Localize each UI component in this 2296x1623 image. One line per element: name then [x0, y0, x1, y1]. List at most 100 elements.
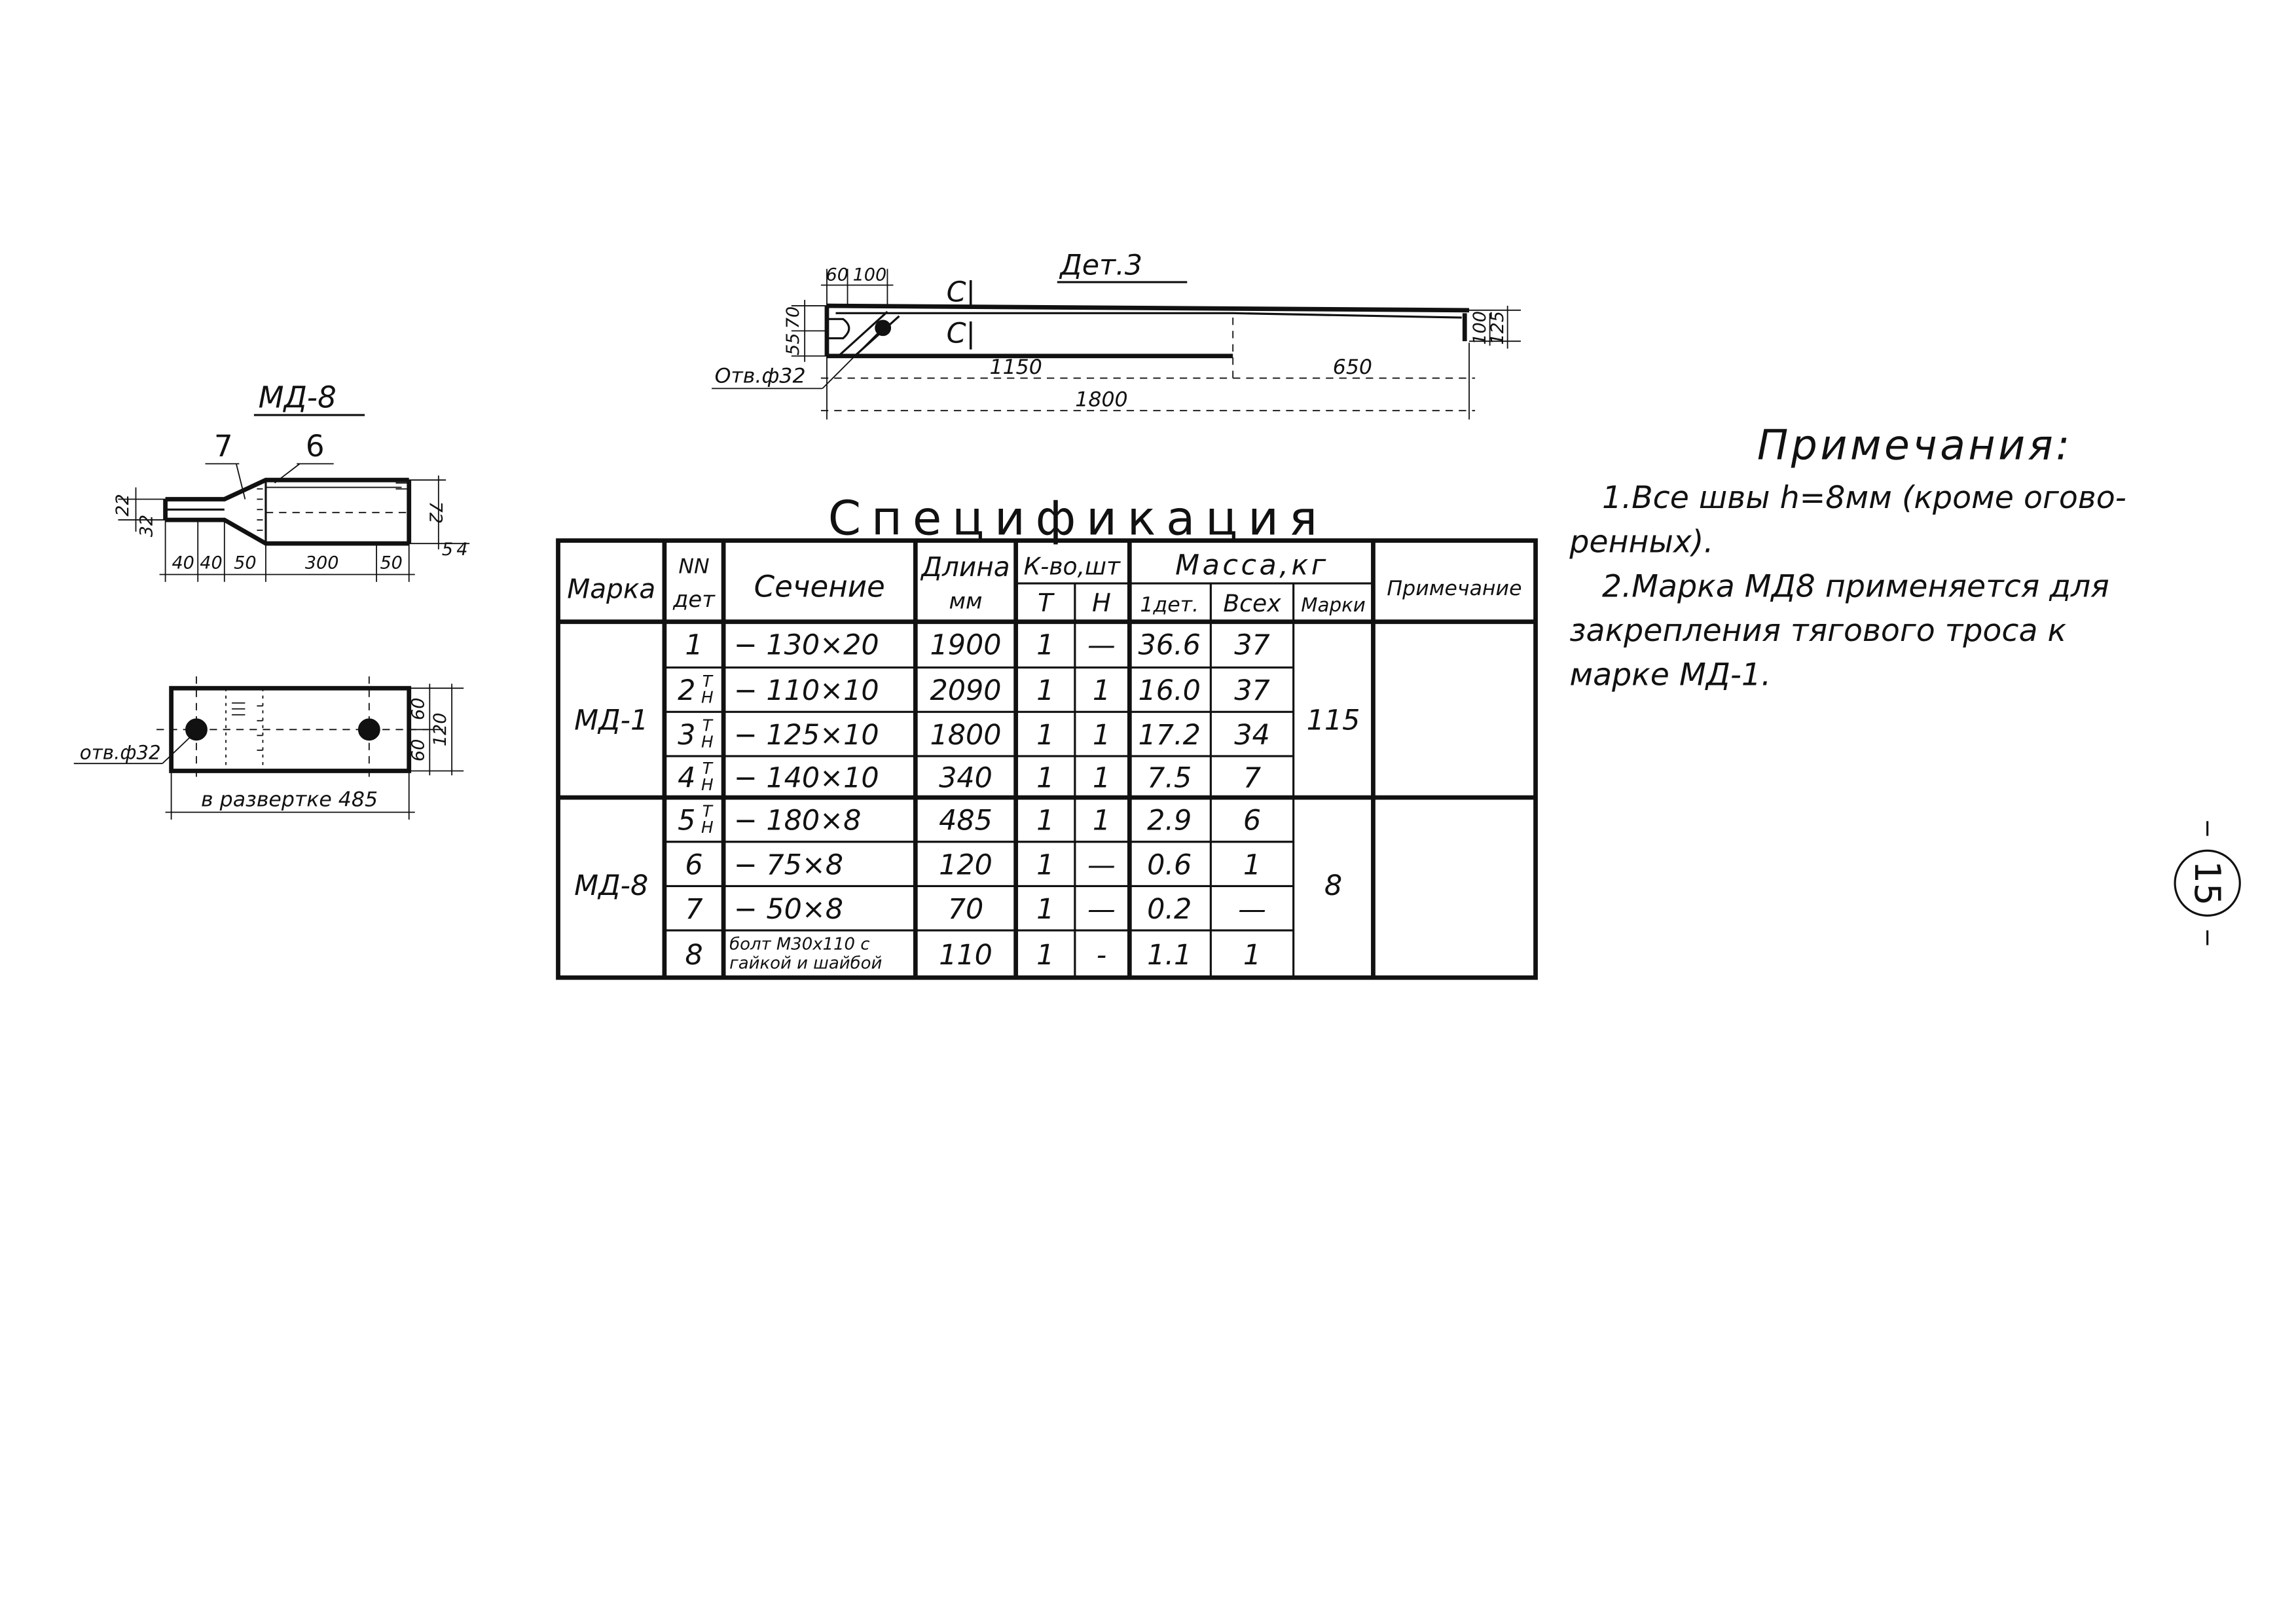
row-length: 340	[939, 761, 993, 794]
spec-grid	[556, 538, 1538, 980]
row-mass-all: 1	[1243, 848, 1261, 881]
row-qty-t: 1	[1036, 719, 1054, 752]
tube-top-edge	[165, 477, 409, 501]
row-qty-t: 1	[1036, 761, 1054, 794]
plan-hole-leader	[162, 733, 194, 764]
row-detail-number: 7	[685, 893, 702, 926]
header-qty-h: Н	[1092, 589, 1111, 618]
header-det-nn: NN	[678, 555, 709, 578]
row-section-line-2: гайкой и шайбой	[729, 954, 882, 974]
dim-32: 32	[136, 515, 156, 537]
row-length: 110	[939, 939, 993, 972]
row-length: 120	[939, 848, 993, 881]
dim-4: 4	[456, 539, 467, 560]
row-qty-h: —	[1087, 848, 1116, 881]
row-length: 485	[939, 805, 993, 837]
row-qty-h: -	[1097, 939, 1106, 972]
row-mass-one: 16.0	[1138, 674, 1200, 707]
unfold-label: в развертке 485	[201, 788, 378, 812]
row-qty-t: 1	[1036, 848, 1054, 881]
row-qty-h: 1	[1093, 719, 1110, 752]
row-mass-one: 36.6	[1138, 629, 1200, 661]
row-length: 1800	[930, 719, 1001, 752]
row-mass-mark: 8	[1324, 869, 1342, 902]
weld-hatch	[257, 482, 408, 531]
row-mass-all: 34	[1234, 719, 1270, 752]
row-detail-number: 8	[685, 939, 702, 972]
row-section: − 130×20	[734, 629, 879, 661]
plate-slot	[826, 318, 850, 340]
dim-60-b: 60	[408, 698, 428, 720]
part-7-leader	[235, 464, 246, 500]
row-qty-h: 1	[1093, 761, 1110, 794]
dim-60: 60	[826, 265, 848, 285]
dim-50-b: 50	[380, 553, 402, 574]
row-detail-bottom-mark: Н	[701, 688, 714, 707]
row-detail-top-mark: Т	[702, 716, 714, 735]
note-line-3: 2.Марка МД8 применяется для	[1602, 568, 2109, 604]
dim-72: 72	[425, 501, 445, 524]
dim-100-right: 100	[1470, 311, 1490, 345]
dim-125: 125	[1487, 311, 1508, 345]
row-mass-all: 1	[1243, 939, 1261, 972]
detail-3-title: Дет.3	[1059, 249, 1142, 282]
header-qty-t: Т	[1038, 589, 1055, 618]
dim-1800: 1800	[1075, 388, 1127, 411]
md8-side-view: МД-8 7 6 22 32	[113, 380, 470, 582]
header-mass: Масса,кг	[1175, 549, 1329, 582]
row-section: − 125×10	[734, 719, 879, 752]
row-qty-t: 1	[1036, 939, 1054, 972]
header-length-unit: мм	[949, 588, 982, 613]
header-section: Сечение	[754, 569, 885, 604]
row-mass-one: 0.6	[1147, 848, 1192, 881]
row-mark: МД-1	[574, 704, 648, 737]
row-section: − 180×8	[734, 805, 861, 837]
row-mark: МД-8	[574, 869, 648, 902]
row-mass-all: —	[1238, 893, 1266, 926]
row-detail-number: 4	[678, 761, 695, 794]
bend-hatch	[232, 702, 263, 751]
row-qty-t: 1	[1036, 893, 1054, 926]
row-mass-one: 1.1	[1147, 939, 1192, 972]
row-qty-h: —	[1087, 893, 1116, 926]
header-note: Примечание	[1387, 577, 1522, 600]
row-qty-h: 1	[1093, 674, 1110, 707]
header-mark: Марка	[567, 574, 655, 605]
row-mass-all: 7	[1243, 761, 1261, 794]
dim-40-b: 40	[200, 553, 222, 574]
row-mass-all: 6	[1243, 805, 1261, 837]
row-detail-number: 5	[678, 805, 695, 837]
header-mass-all: Всех	[1223, 590, 1281, 617]
row-detail-top-mark: Т	[702, 801, 714, 820]
table-border	[556, 538, 1538, 980]
plate-inner-edge	[835, 312, 1462, 319]
header-length: Длина	[920, 551, 1010, 583]
row-detail-bottom-mark: Н	[701, 775, 714, 794]
note-line-1: 1.Все швы h=8мм (кроме огово-	[1602, 480, 2126, 516]
dim-300: 300	[305, 553, 339, 574]
dim-650: 650	[1333, 356, 1372, 379]
section-mark-top: С|	[947, 276, 975, 308]
row-mass-one: 0.2	[1147, 893, 1192, 926]
row-detail-top-mark: Т	[702, 672, 714, 691]
row-detail-number: 1	[685, 629, 702, 661]
hole-label: Отв.ф32	[715, 364, 806, 388]
detail-3-drawing: Дет.3 60 100 С| С| 70 55 Отв.ф32	[712, 249, 1521, 420]
notes-title: Примечания:	[1757, 421, 2073, 469]
row-section: − 140×10	[734, 761, 879, 794]
specification: Спецификация Марка NN дет	[556, 492, 1538, 980]
dim-22: 22	[113, 494, 133, 516]
row-length: 1900	[930, 629, 1001, 661]
dim-60-a: 60	[408, 739, 428, 761]
notes: Примечания: 1.Все швы h=8мм (кроме огово…	[1569, 421, 2126, 693]
md8-title: МД-8	[259, 380, 337, 415]
row-qty-h: 1	[1093, 805, 1110, 837]
row-section: − 50×8	[734, 893, 843, 926]
md8-plan-view: отв.ф32 60 60 120 в развертке 485	[73, 676, 464, 820]
dim-5: 5	[442, 539, 453, 560]
spec-title: Спецификация	[828, 492, 1328, 547]
dim-55: 55	[783, 333, 803, 355]
hole-leader-line	[822, 330, 881, 389]
